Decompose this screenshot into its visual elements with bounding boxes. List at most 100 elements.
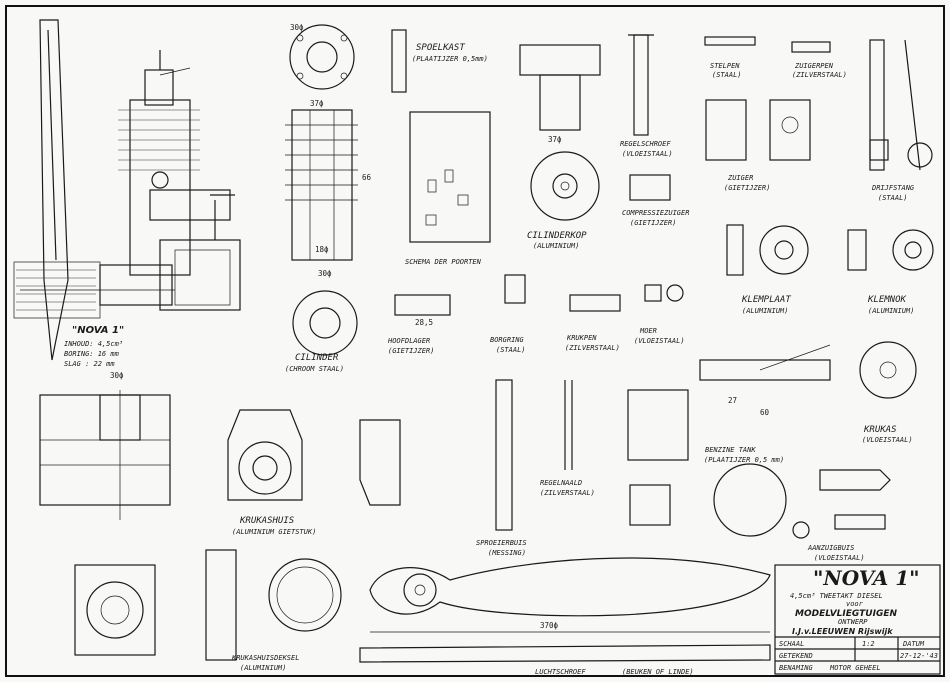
krukashuisdeksel-views: KRUKASHUISDEKSEL (ALUMINIUM): [74, 549, 342, 672]
benzinetank-material: (PLAATIJZER 0,5 mm): [704, 456, 784, 464]
hoofdlager-part: 28,5 HOOFDLAGER (GIETIJZER): [387, 294, 451, 355]
drijfstang-label: DRIJFSTANG: [871, 184, 915, 192]
propeller-side-view: [13, 19, 101, 361]
cilinderkop-label: CILINDERKOP: [527, 231, 587, 241]
hoofdlager-label: HOOFDLAGER: [387, 337, 430, 345]
specs-bore: BORING: 16 mm: [64, 350, 120, 358]
krukashuis-dim-30: 30ϕ: [110, 371, 124, 380]
zuigerpen-label: ZUIGERPEN: [794, 62, 834, 70]
luchtschroef-material: (BEUKEN OF LINDE): [622, 668, 694, 676]
title-engine-type: 4,5cm³ TWEETAKT DIESEL: [790, 592, 883, 600]
specs-capacity: INHOUD: 4,5cm³: [64, 340, 123, 348]
title-design-label: ONTWERP: [838, 618, 868, 626]
krukas-material: (VLOEISTAAL): [862, 436, 913, 444]
kop-dim-37: 37ϕ: [548, 135, 562, 144]
moer-label: MOER: [639, 327, 657, 335]
luchtschroef-views: 370ϕ LUCHTSCHROEF (BEUKEN OF LINDE): [359, 557, 771, 676]
moer-material: (VLOEISTAAL): [634, 337, 685, 345]
cilinder-label: CILINDER: [295, 353, 339, 363]
sproeierbuis-material: (MESSING): [488, 549, 526, 557]
klemplaat-part: KLEMPLAAT (ALUMINIUM): [726, 224, 809, 315]
stelpen-zuigerpen-parts: STELPEN (STAAL) ZUIGERPEN (ZILVERSTAAL): [704, 36, 847, 79]
spoelkast-part: SPOELKAST (PLAATIJZER 0,5mm): [391, 29, 488, 93]
compressiezuiger-part: COMPRESSIEZUIGER (GIETIJZER): [622, 174, 689, 227]
cyl-dim-30: 30ϕ: [290, 23, 304, 32]
zuiger-material: (GIETIJZER): [724, 184, 770, 192]
krukpen-label: KRUKPEN: [566, 334, 597, 342]
aanzuigbuis-part: AANZUIGBUIS (VLOEISTAAL): [792, 469, 891, 562]
cyl-dim-37: 37ϕ: [310, 99, 324, 108]
port-schema: SCHEMA DER POORTEN: [405, 111, 491, 266]
regelnaald-label: REGELNAALD: [540, 479, 582, 487]
zuiger-part: ZUIGER (GIETIJZER): [705, 99, 811, 192]
borgring-material: (STAAL): [496, 346, 526, 354]
krukas-dim-27: 27: [728, 396, 737, 405]
title-purpose: MODELVLIEGTUIGEN: [795, 609, 897, 619]
schema-label: SCHEMA DER POORTEN: [405, 258, 482, 266]
krukashuis-label: KRUKASHUIS: [239, 516, 295, 526]
sheet-border: [5, 5, 945, 677]
klemnok-part: KLEMNOK (ALUMINIUM): [847, 229, 934, 315]
title-date-label: DATUM: [902, 640, 925, 648]
regelschroef-part: REGELSCHROEF (VLOEISTAAL): [620, 34, 673, 158]
engine-specs-block: "NOVA 1" INHOUD: 4,5cm³ BORING: 16 mm SL…: [64, 325, 124, 368]
spoelkast-material: (PLAATIJZER 0,5mm): [412, 55, 488, 63]
krukas-dim-60: 60: [760, 408, 770, 417]
krukashuisdeksel-material: (ALUMINIUM): [240, 664, 286, 672]
sproeierbuis-label: SPROEIERBUIS: [476, 539, 527, 547]
cyl-dim-66: 66: [362, 173, 372, 182]
title-date-value: 27-12-'43: [900, 652, 938, 660]
specs-title: "NOVA 1": [72, 325, 124, 336]
spoelkast-label: SPOELKAST: [416, 43, 465, 53]
stelpen-material: (STAAL): [712, 71, 742, 79]
title-model-name: "NOVA 1": [813, 566, 920, 590]
hoofdlager-material: (GIETIJZER): [388, 347, 434, 355]
benzinetank-part: BENZINE TANK (PLAATIJZER 0,5 mm): [627, 389, 787, 537]
cyl-dim-18: 18ϕ: [315, 245, 329, 254]
drijfstang-part: DRIJFSTANG (STAAL): [869, 39, 933, 202]
compressiezuiger-material: (GIETIJZER): [630, 219, 676, 227]
specs-stroke: SLAG : 22 mm: [64, 360, 115, 368]
regelschroef-label: REGELSCHROEF: [620, 140, 671, 148]
title-scale-label: SCHAAL: [779, 640, 804, 648]
title-scale-value: 1:2: [862, 640, 875, 648]
klemplaat-material: (ALUMINIUM): [742, 307, 788, 315]
luchtschroef-label: LUCHTSCHROEF: [535, 668, 586, 676]
klemnok-material: (ALUMINIUM): [868, 307, 914, 315]
regelschroef-material: (VLOEISTAAL): [622, 150, 673, 158]
cilinder-material: (CHROOM STAAL): [285, 365, 344, 373]
regelnaald-material: (ZILVERSTAAL): [540, 489, 595, 497]
title-for: voor: [846, 600, 864, 608]
aanzuigbuis-material: (VLOEISTAAL): [814, 554, 865, 562]
zuiger-label: ZUIGER: [727, 174, 753, 182]
krukashuis-views: 30ϕ KRUKASHUIS (ALUMINIUM GIETSTUK): [39, 371, 401, 536]
klemnok-label: KLEMNOK: [867, 295, 907, 305]
krukpen-material: (ZILVERSTAAL): [565, 344, 620, 352]
title-designer: I.J.v.LEEUWEN Rijswijk: [792, 627, 893, 636]
stelpen-label: STELPEN: [710, 62, 740, 70]
klemplaat-label: KLEMPLAAT: [741, 295, 791, 305]
hoofdlager-dim: 28,5: [415, 318, 433, 327]
engine-cross-section: [20, 50, 241, 311]
title-drawn-label: GETEKEND: [779, 652, 813, 660]
title-naming-value: MOTOR GEHEEL: [829, 664, 881, 672]
luchtschroef-dim: 370ϕ: [540, 621, 559, 630]
benzinetank-label: BENZINE TANK: [705, 446, 756, 454]
krukas-label: KRUKAS: [863, 425, 897, 435]
compressiezuiger-label: COMPRESSIEZUIGER: [622, 209, 689, 217]
aanzuigbuis-label: AANZUIGBUIS: [807, 544, 854, 552]
krukashuis-material: (ALUMINIUM GIETSTUK): [232, 528, 316, 536]
cylinder-views: 30ϕ 37ϕ 30ϕ 18ϕ 66 CILINDER (CHROOM STAA…: [285, 23, 372, 373]
zuigerpen-material: (ZILVERSTAAL): [792, 71, 847, 79]
cyl-dim-30b: 30ϕ: [318, 269, 332, 278]
regelnaald-sproeierbuis-parts: REGELNAALD (ZILVERSTAAL) SPROEIERBUIS (M…: [476, 379, 595, 557]
small-parts-row: BORGRING (STAAL) KRUKPEN (ZILVERSTAAL) M…: [490, 274, 685, 354]
cilinderkop-part: 37ϕ CILINDERKOP (ALUMINIUM): [519, 44, 601, 250]
drijfstang-material: (STAAL): [878, 194, 908, 202]
krukashuisdeksel-label: KRUKASHUISDEKSEL: [231, 654, 299, 662]
borgring-label: BORGRING: [490, 336, 525, 344]
title-block: "NOVA 1" 4,5cm³ TWEETAKT DIESEL voor MOD…: [774, 564, 941, 675]
cilinderkop-material: (ALUMINIUM): [533, 242, 579, 250]
